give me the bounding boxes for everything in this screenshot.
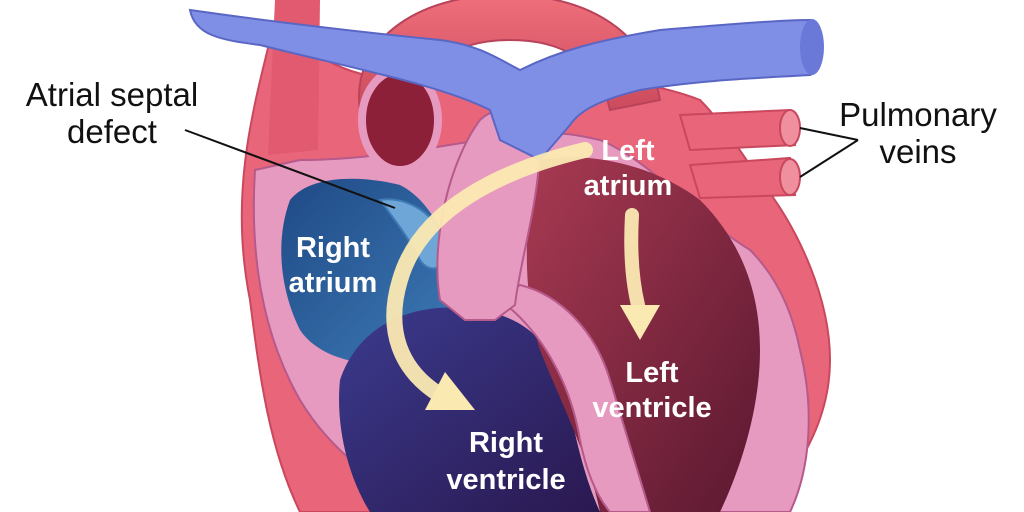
pv-leader-line-lower bbox=[799, 139, 859, 178]
pulmonary-vein-lower-end bbox=[779, 158, 801, 196]
pulmonary-vein-upper bbox=[678, 108, 797, 152]
pv-leader-line-upper bbox=[799, 127, 859, 141]
label-left-atrium-1: Left bbox=[601, 135, 655, 167]
pulmonary-vein-upper-end bbox=[779, 109, 801, 147]
flow-arrow-head-lv bbox=[620, 305, 660, 340]
label-atrial-septal-defect-1: Atrial septal bbox=[26, 76, 198, 113]
label-left-atrium-2: atrium bbox=[584, 170, 673, 202]
label-right-ventricle-2: ventricle bbox=[446, 464, 565, 496]
label-left-ventricle-2: ventricle bbox=[592, 392, 711, 424]
label-atrial-septal-defect-2: defect bbox=[67, 113, 157, 150]
label-right-atrium-2: atrium bbox=[289, 267, 378, 299]
flow-arrow-la-to-lv bbox=[624, 208, 645, 312]
asd-leader-line bbox=[184, 129, 396, 209]
label-pulmonary-veins-1: Pulmonary bbox=[839, 96, 997, 133]
pulmonary-vein-lower bbox=[688, 156, 797, 200]
label-right-atrium-1: Right bbox=[296, 232, 370, 264]
label-right-ventricle-1: Right bbox=[469, 427, 543, 459]
vein-end-right bbox=[800, 19, 824, 75]
label-pulmonary-veins-2: veins bbox=[879, 133, 956, 170]
label-left-ventricle-1: Left bbox=[625, 357, 679, 389]
flow-arrow-head-rv bbox=[425, 372, 475, 410]
flow-arrow-la-to-rv bbox=[386, 142, 593, 403]
